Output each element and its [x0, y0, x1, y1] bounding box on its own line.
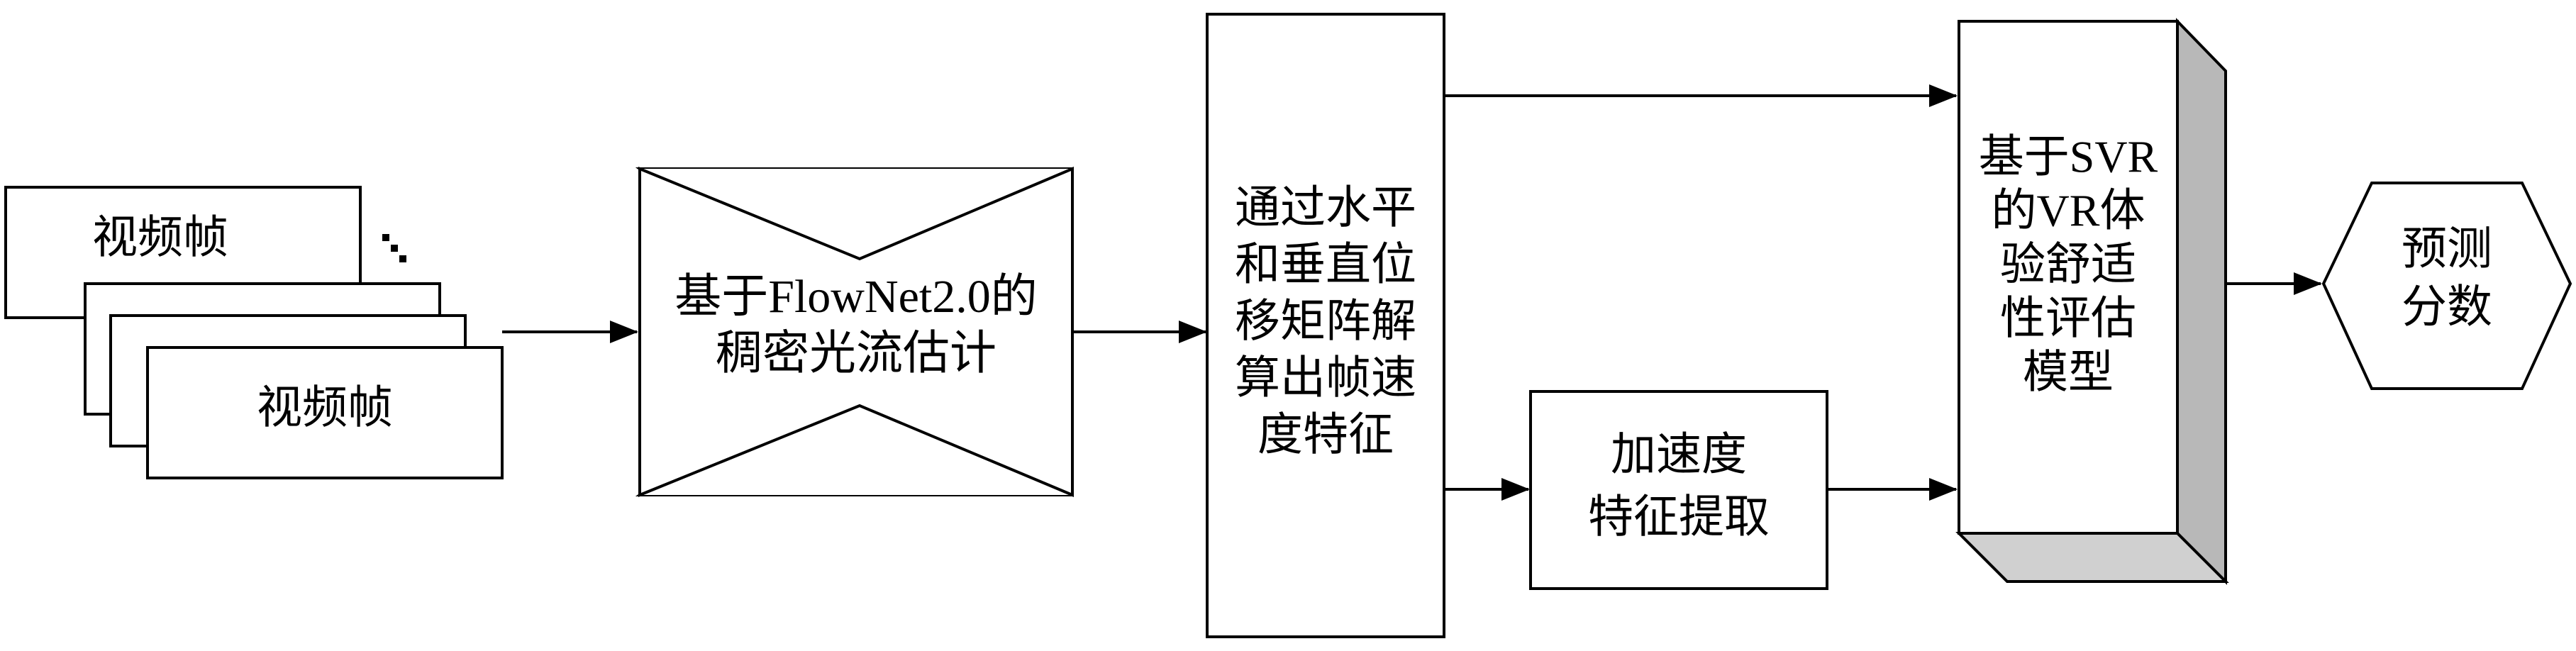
velocity-line-2: 和垂直位: [1235, 240, 1416, 290]
connectors: [502, 84, 2322, 501]
output-line-2: 分数: [2402, 282, 2492, 333]
svr-block: 基于SVR 的VR体 验舒适 性评估 模型: [1955, 18, 2229, 585]
flownet-label-line1: 基于FlowNet2.0的: [674, 271, 1038, 323]
video-frame-back-label: 视频帧: [92, 213, 228, 263]
video-frame-front-label: 视频帧: [257, 383, 393, 433]
velocity-block: 通过水平 和垂直位 移矩阵解 算出帧速 度特征: [1206, 13, 1445, 638]
svr-line-4: 性评估: [2000, 294, 2136, 344]
svr-line-5: 模型: [2023, 347, 2114, 398]
svr-front-face: [1958, 20, 2179, 535]
output-hexagon: [2321, 182, 2572, 390]
acceleration-box: [1529, 390, 1828, 590]
output-line-1: 预测: [2402, 224, 2492, 274]
svr-side-face: [2176, 18, 2227, 585]
more-frames-ellipsis: [382, 234, 406, 262]
output-block: 预测 分数: [2321, 182, 2572, 390]
acceleration-line-1: 加速度: [1611, 430, 1747, 480]
svr-line-2: 的VR体: [1992, 186, 2145, 236]
velocity-line-5: 度特征: [1258, 410, 1394, 460]
velocity-box: [1206, 13, 1445, 638]
velocity-line-1: 通过水平: [1235, 183, 1416, 233]
flownet-hourglass-outline: [638, 166, 1074, 498]
flownet-block: 基于FlowNet2.0的 稠密光流估计: [635, 166, 1074, 498]
svr-bottom-face: [1955, 532, 2229, 583]
acceleration-line-2: 特征提取: [1588, 492, 1770, 542]
velocity-line-4: 算出帧速: [1235, 353, 1416, 404]
velocity-line-3: 移矩阵解: [1235, 296, 1416, 347]
acceleration-block: 加速度 特征提取: [1529, 390, 1828, 590]
video-frame-stack: 视频帧 视频帧: [4, 186, 504, 479]
svr-line-3: 验舒适: [2000, 240, 2136, 290]
video-frame-front: [146, 346, 504, 479]
flownet-label-line2: 稠密光流估计: [716, 328, 996, 379]
svr-line-1: 基于SVR: [1979, 132, 2158, 182]
